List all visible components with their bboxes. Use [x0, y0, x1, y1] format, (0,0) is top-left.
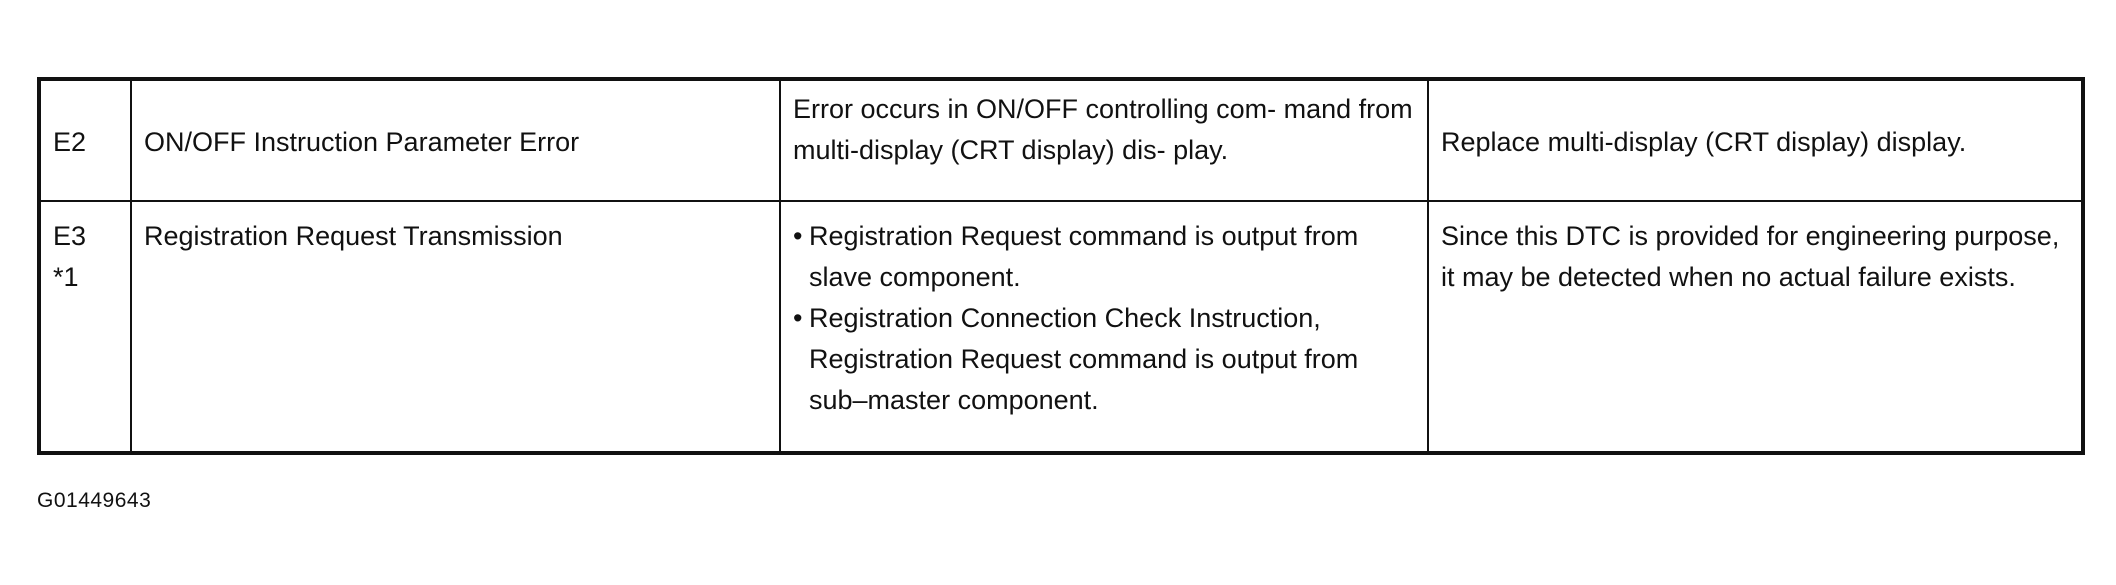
dtc-table: E2 ON/OFF Instruction Parameter Error Er… — [37, 77, 2085, 455]
bullet-icon: • — [793, 303, 803, 333]
dtc-footnote-marker: *1 — [53, 262, 79, 292]
dtc-name-cell: ON/OFF Instruction Parameter Error — [130, 78, 781, 202]
condition-item: • Registration Connection Check Instruct… — [793, 298, 1415, 421]
dtc-remedy-cell: Since this DTC is provided for engineeri… — [1427, 200, 2084, 454]
dtc-remedy-cell: Replace multi-display (CRT display) disp… — [1427, 78, 2084, 202]
dtc-condition-cell: • Registration Request command is output… — [779, 200, 1429, 454]
dtc-name: ON/OFF Instruction Parameter Error — [144, 127, 580, 157]
condition-list: • Registration Request command is output… — [793, 216, 1415, 421]
dtc-name-cell: Registration Request Transmission — [130, 200, 781, 454]
dtc-remedy: Replace multi-display (CRT display) disp… — [1441, 127, 1967, 157]
dtc-code-cell: E3 *1 — [38, 200, 132, 454]
figure-id: G01449643 — [37, 489, 152, 512]
condition-item: • Registration Request command is output… — [793, 216, 1415, 298]
condition-item-text: Registration Connection Check Instructio… — [809, 303, 1359, 415]
dtc-name: Registration Request Transmission — [144, 221, 563, 251]
dtc-code: E3 — [53, 221, 87, 251]
dtc-code-cell: E2 — [38, 78, 132, 202]
dtc-condition-cell: Error occurs in ON/OFF controlling com- … — [779, 78, 1429, 202]
table-row-e2: E2 ON/OFF Instruction Parameter Error Er… — [38, 78, 2084, 202]
dtc-condition: Error occurs in ON/OFF controlling com- … — [793, 94, 1413, 165]
dtc-remedy: Since this DTC is provided for engineeri… — [1441, 221, 2060, 292]
table-row-e3: E3 *1 Registration Request Transmission … — [38, 200, 2084, 454]
dtc-code: E2 — [53, 127, 87, 157]
condition-item-text: Registration Request command is output f… — [809, 221, 1359, 292]
bullet-icon: • — [793, 221, 803, 251]
